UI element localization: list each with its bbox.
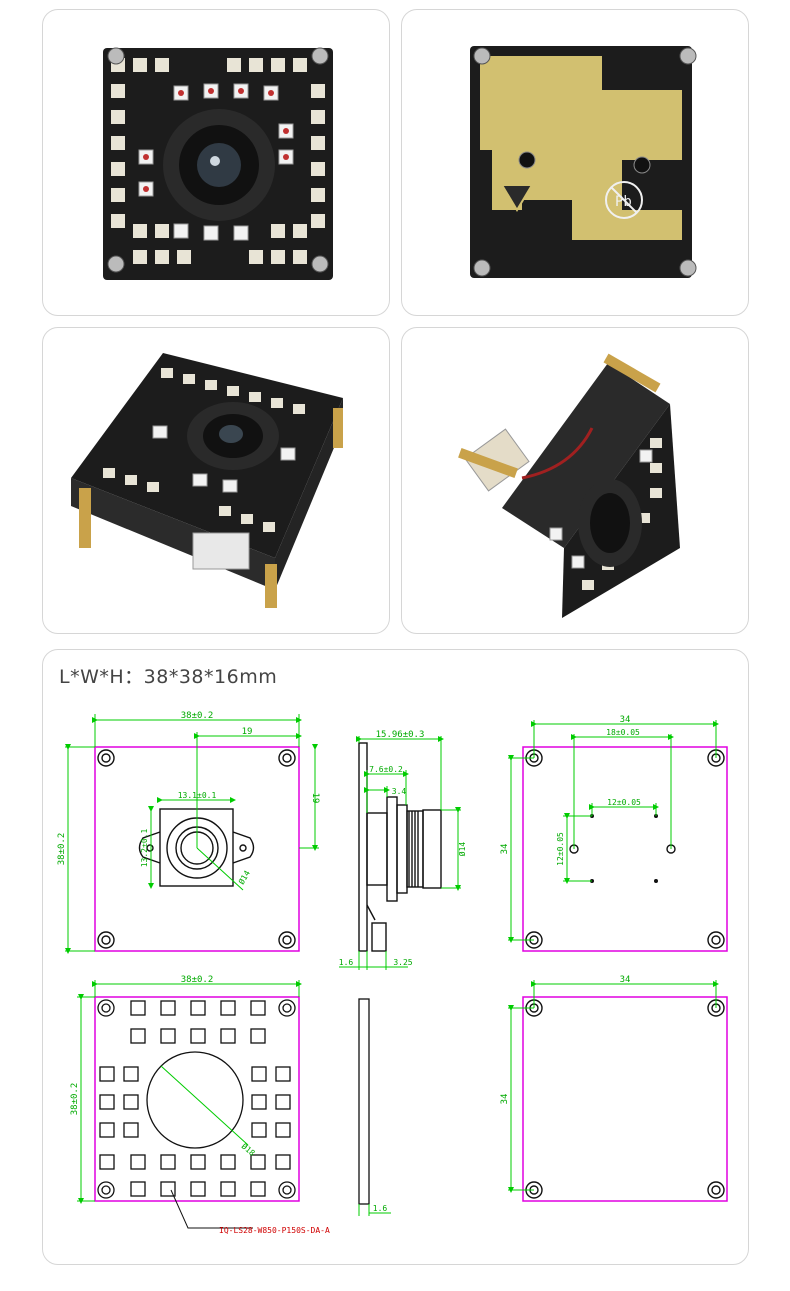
back-height-label: 34 bbox=[500, 844, 510, 855]
back-hole-span-label: 18±0.05 bbox=[606, 728, 640, 737]
pcb-thickness-label: 1.6 bbox=[373, 1204, 388, 1213]
side-part-a-label: 7.6±0.2 bbox=[369, 765, 403, 774]
back-width-label: 34 bbox=[620, 715, 631, 725]
side-pcb-label: 1.6 bbox=[339, 958, 354, 967]
pcb-side-view: 1.6 bbox=[358, 998, 391, 1216]
led-width-label: 38±0.2 bbox=[181, 975, 214, 985]
front-width-label: 38±0.2 bbox=[181, 711, 214, 721]
svg-text:Pb: Pb bbox=[615, 194, 632, 210]
plain-back-height-label: 34 bbox=[500, 1094, 510, 1105]
side-connector-label: 3.25 bbox=[393, 958, 412, 967]
front-offset-label: 19 bbox=[242, 727, 253, 737]
led-height-label: 38±0.2 bbox=[70, 1083, 80, 1116]
back-inner-height-label: 12±0.05 bbox=[556, 832, 565, 866]
camera-board-back-image: Pb bbox=[470, 46, 697, 278]
side-total-label: 15.96±0.3 bbox=[376, 730, 425, 740]
led-view: 38±0.2 38±0.2 Ø18 IQ-LS28-W850-P150S-DA-… bbox=[70, 975, 330, 1235]
front-view: 38±0.2 19 38±0.2 19 13.1±0.1 13.2±0.1 Ø1… bbox=[57, 711, 320, 954]
dimension-drawing-card: L*W*H：38*38*16mm bbox=[42, 649, 749, 1265]
photo-front-top bbox=[42, 9, 390, 316]
front-right-label: 19 bbox=[310, 793, 320, 804]
plain-back-width-label: 34 bbox=[620, 975, 631, 985]
front-lens-diameter-label: Ø14 bbox=[236, 868, 252, 886]
photo-back: Pb bbox=[401, 9, 749, 316]
camera-board-front-image bbox=[103, 47, 333, 280]
camera-board-angled-front-image bbox=[71, 353, 343, 608]
back-view: 34 18±0.05 12±0.05 34 12±0.05 bbox=[500, 715, 728, 952]
side-part-b-label: 3.4 bbox=[392, 787, 407, 796]
front-mount-width-label: 13.1±0.1 bbox=[178, 791, 217, 800]
dimension-drawing: 38±0.2 19 38±0.2 19 13.1±0.1 13.2±0.1 Ø1… bbox=[57, 711, 728, 1235]
side-lens-label: Ø14 bbox=[457, 842, 467, 857]
dimensions-title: L*W*H：38*38*16mm bbox=[59, 666, 278, 688]
photo-angled-side bbox=[401, 327, 749, 634]
side-view: 15.96±0.3 7.6±0.2 3.4 Ø14 1.6 3.25 bbox=[339, 730, 467, 970]
photo-angled-front bbox=[42, 327, 390, 634]
led-part-number: IQ-LS28-W850-P150S-DA-A bbox=[219, 1226, 330, 1235]
camera-board-angled-side-image bbox=[458, 353, 680, 618]
plain-back-view: 34 34 bbox=[500, 975, 728, 1202]
front-mount-height-label: 13.2±0.1 bbox=[140, 829, 149, 868]
back-inner-span-label: 12±0.05 bbox=[607, 798, 641, 807]
front-height-label: 38±0.2 bbox=[57, 833, 67, 866]
